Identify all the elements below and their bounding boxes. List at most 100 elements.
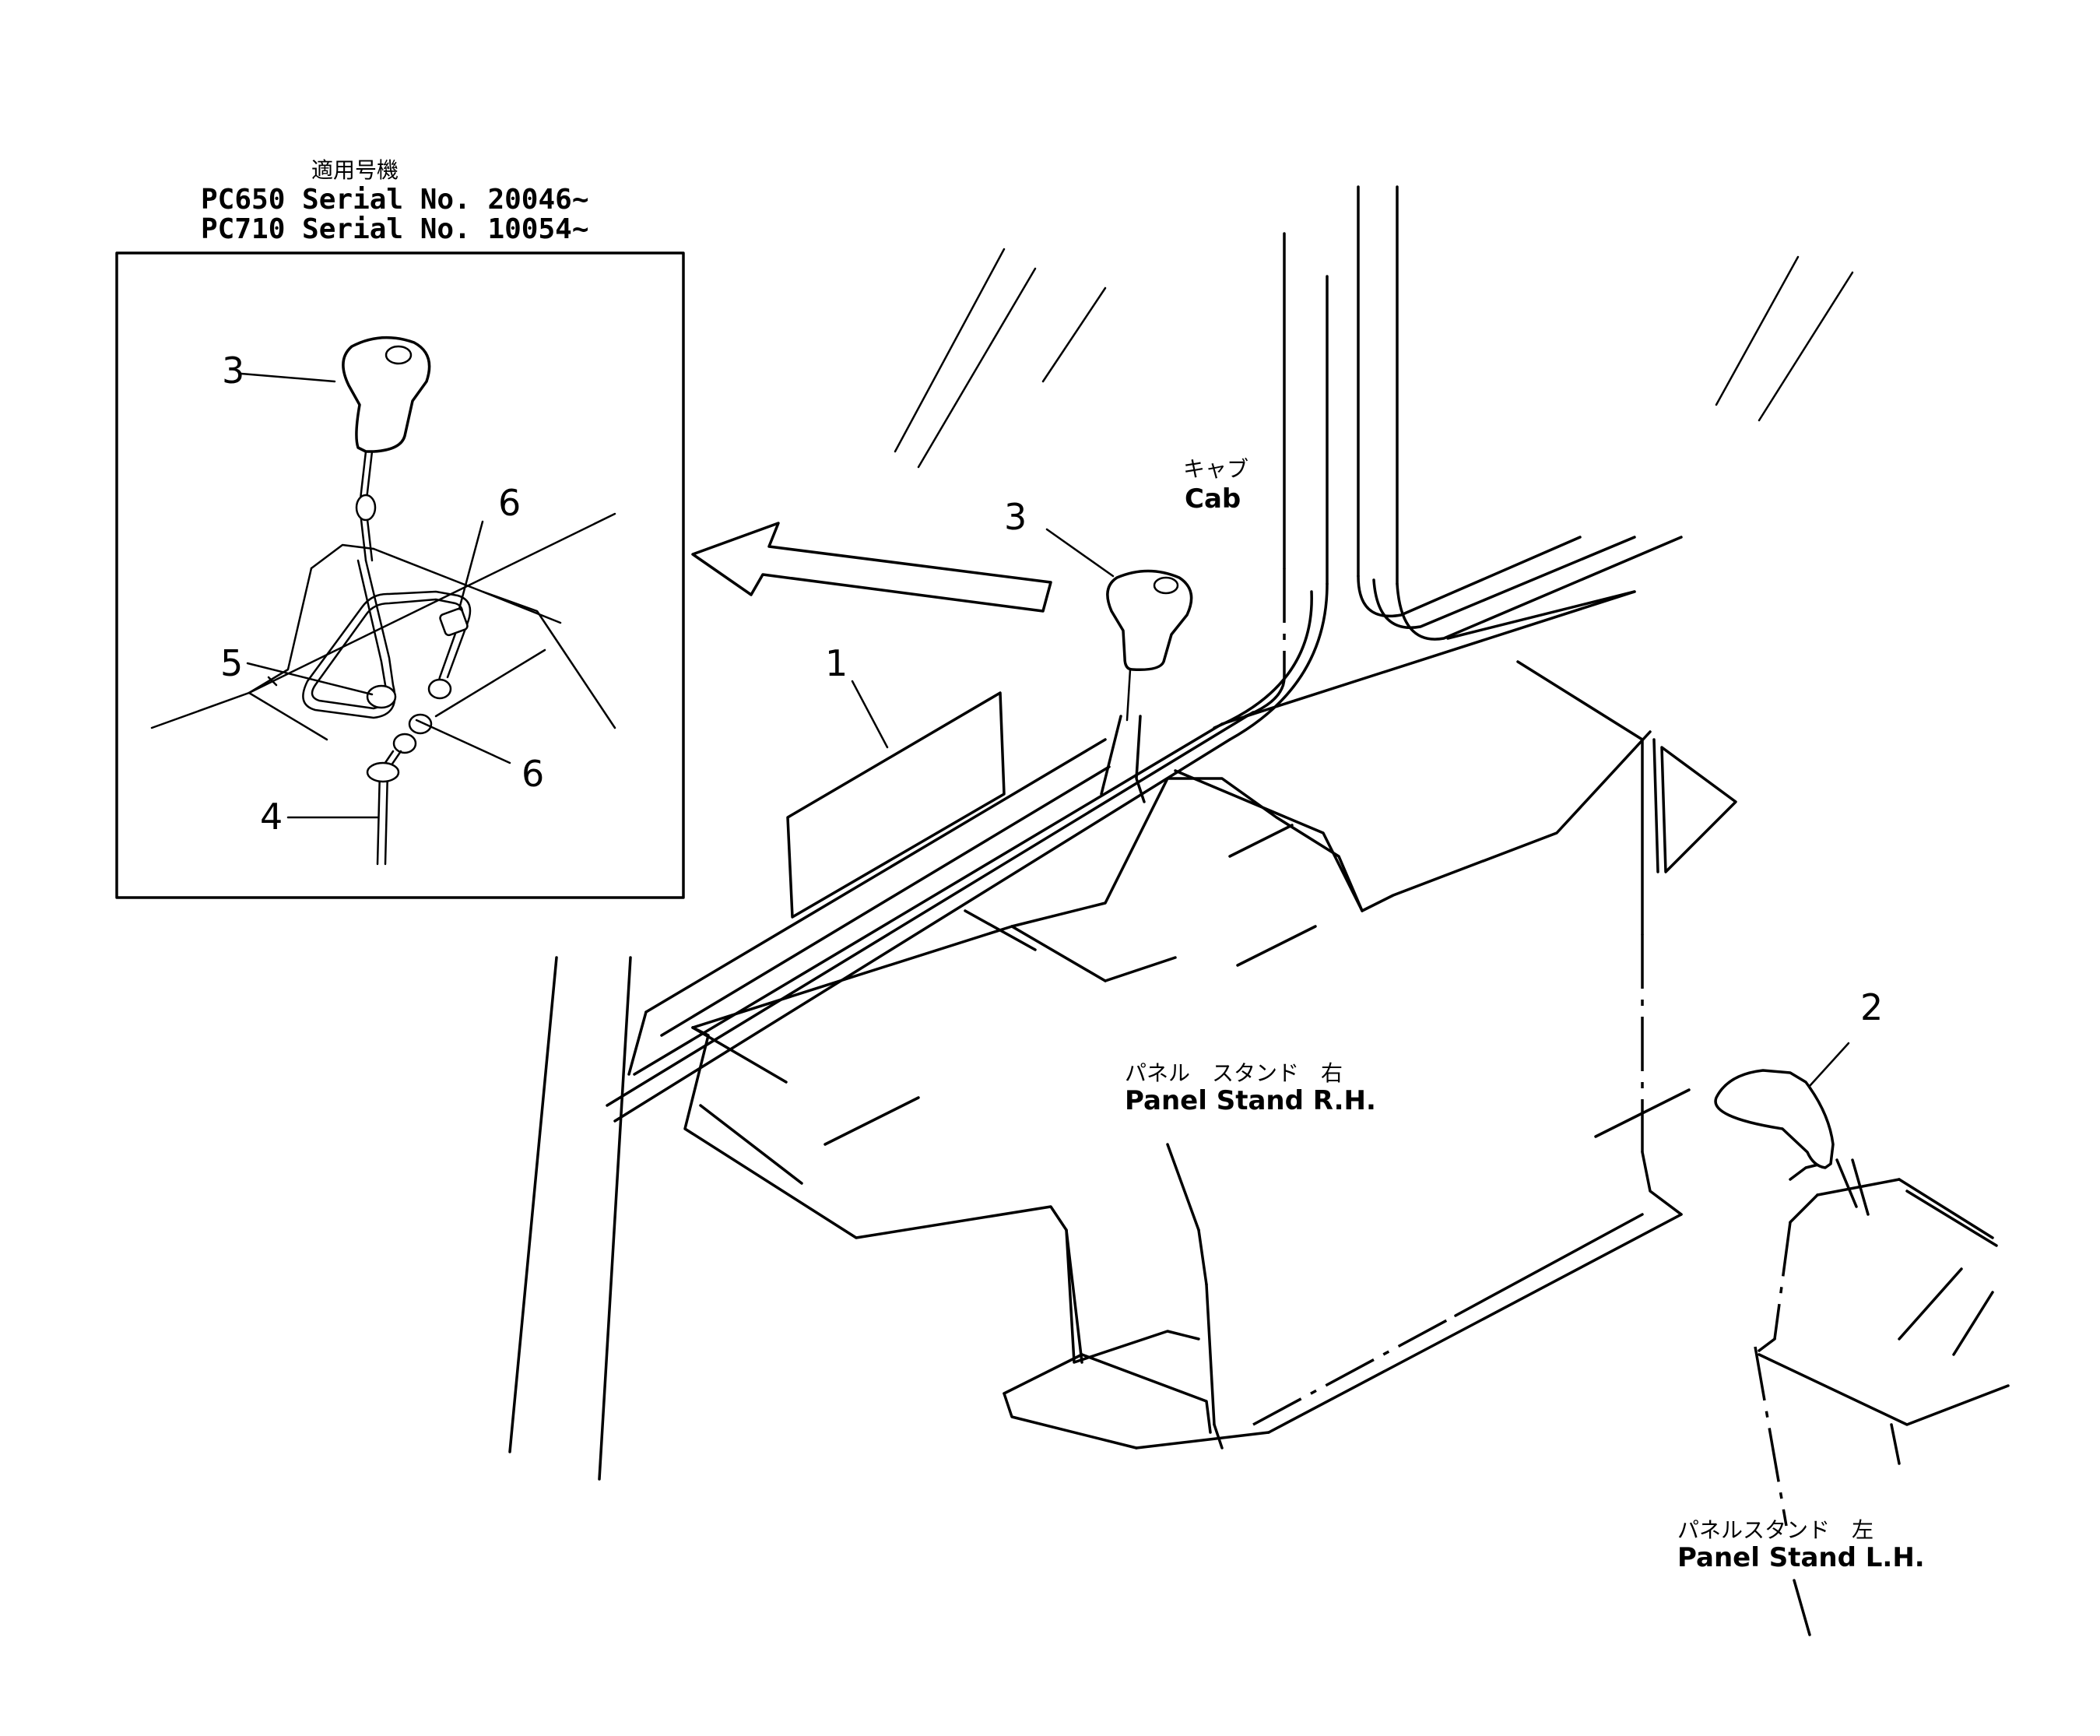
inset-knob-button (385, 345, 413, 365)
glass-reflection-2 (917, 267, 1037, 469)
lh-leader-2 (1808, 1042, 1850, 1088)
lh-inner-line-2 (1952, 1291, 1994, 1356)
rh-foot-top (1003, 1353, 1083, 1395)
inset-leader-6-lower (415, 719, 511, 764)
cab-structure (508, 185, 1854, 1481)
inset-joint-5 (366, 684, 397, 709)
rh-right-bottom (1641, 1151, 1683, 1216)
lh-front-top (1789, 1193, 1819, 1224)
lh-boot-left (1789, 1162, 1823, 1181)
rh-left-block-detail (823, 1096, 920, 1146)
rh-right-inner (1594, 1088, 1691, 1138)
rh-top-back-edge (1166, 730, 1652, 912)
lh-vertical-dash (1754, 1346, 1788, 1527)
inset-cable-loop-outer (302, 559, 472, 719)
corner-curve-4 (1357, 536, 1582, 618)
inset-knob (342, 336, 431, 453)
applicability-heading: 適用号機 (311, 157, 399, 183)
rh-right-side-1 (1652, 738, 1659, 873)
rail-5 (660, 765, 1111, 1037)
rh-left-step (964, 909, 1037, 951)
inset-rod-clip (355, 494, 377, 522)
rh-lower-front (683, 1026, 1200, 1364)
panel-lh-label-jp: パネルスタンド 左 (1677, 1517, 1873, 1543)
cab-label-jp: キャブ (1183, 456, 1248, 482)
inset-console-ridge (481, 590, 562, 624)
rh-lever-boot-left (1100, 715, 1122, 796)
glass-reflection-3 (1041, 286, 1107, 383)
rh-step-line-2 (1104, 956, 1177, 982)
lh-base (1758, 1353, 2010, 1426)
rh-left-block-mid (699, 1104, 803, 1185)
panel-stand-rh (683, 660, 1737, 1450)
lh-front-dash (1773, 1221, 1792, 1340)
inset-leader-3 (240, 372, 336, 383)
rh-foot-post (1205, 1283, 1216, 1426)
detail-inset: 3 6 5 6 4 (115, 251, 685, 899)
rh-foot-side (1003, 1392, 1138, 1450)
rh-base-edge (1267, 1213, 1683, 1434)
inset-console-front-edge (248, 691, 328, 741)
inset-leader-5 (246, 662, 374, 696)
inset-callout-3: 3 (222, 350, 244, 392)
leader-1 (851, 680, 889, 749)
lh-top-right (1898, 1178, 1994, 1239)
panel-rh-label-jp: パネル スタンド 右 (1125, 1060, 1343, 1086)
callout-1: 1 (825, 642, 848, 684)
inset-callout-4: 4 (260, 796, 283, 838)
panel-lh-label-en: Panel Stand L.H. (1677, 1542, 1925, 1573)
lh-vertical-end (1793, 1579, 1811, 1636)
rh-knob-button (1153, 576, 1179, 595)
lh-knob (1714, 1069, 1835, 1169)
left-edge-1 (508, 956, 558, 1453)
left-edge-3 (627, 1010, 648, 1076)
rh-front-corner (1166, 1143, 1200, 1232)
lh-top-edge (1816, 1178, 1901, 1197)
left-edge-2 (598, 956, 632, 1481)
rh-lever-rod (1126, 668, 1132, 722)
inset-callout-6-lower: 6 (521, 753, 544, 795)
rail-top-back (1220, 590, 1636, 726)
inset-console-detail (267, 676, 278, 687)
lh-base-side (1890, 1423, 1901, 1465)
lh-boot-inner (1835, 1158, 1858, 1208)
rail-top-right (1446, 590, 1636, 640)
rh-lever-boot-right (1135, 715, 1146, 803)
rh-foot-bottom (1135, 1431, 1270, 1450)
corner-curve-5 (1372, 536, 1636, 629)
rh-foot-right (1080, 1353, 1212, 1434)
placard-1: 1 (786, 642, 1006, 919)
cab-label-en: Cab (1185, 483, 1241, 515)
panel-rh-label-en: Panel Stand R.H. (1125, 1085, 1376, 1116)
inset-console-top-right (372, 547, 616, 729)
applicability-line-pc650: PC650 Serial No. 20046~ (201, 184, 589, 216)
inset-grommet (366, 761, 400, 783)
rh-leader-3 (1045, 528, 1115, 578)
rh-foot-post-end (1213, 1423, 1224, 1450)
rh-mid-line (1236, 925, 1317, 967)
glass-reflection-4 (1715, 255, 1800, 406)
inset-console-left-side (248, 567, 313, 694)
lh-inner-line (1898, 1267, 1963, 1341)
rh-left-block-top (691, 1026, 788, 1084)
corner-curve-6 (1396, 536, 1683, 641)
inset-leader-6-upper (458, 520, 484, 610)
rh-right-flap (1660, 746, 1737, 873)
callout-2: 2 (1860, 986, 1883, 1028)
inset-joint-b (408, 713, 433, 735)
rh-top-right (1516, 660, 1644, 741)
inset-joint-a (427, 678, 452, 700)
rh-pedestal-left (1065, 1228, 1083, 1364)
rail-4 (644, 738, 1107, 1014)
inset-callout-5: 5 (220, 642, 243, 684)
inset-frame (115, 251, 685, 899)
rh-top-front-edge (691, 777, 1169, 1029)
inset-console-top-left (310, 543, 375, 570)
rh-base-right (1454, 1213, 1644, 1317)
inset-joint-6-lower (392, 733, 417, 754)
panel-stand-lh: 2 (1714, 986, 2010, 1636)
glass-reflection-5 (1758, 271, 1854, 422)
rh-pedestal-right (1197, 1228, 1208, 1286)
